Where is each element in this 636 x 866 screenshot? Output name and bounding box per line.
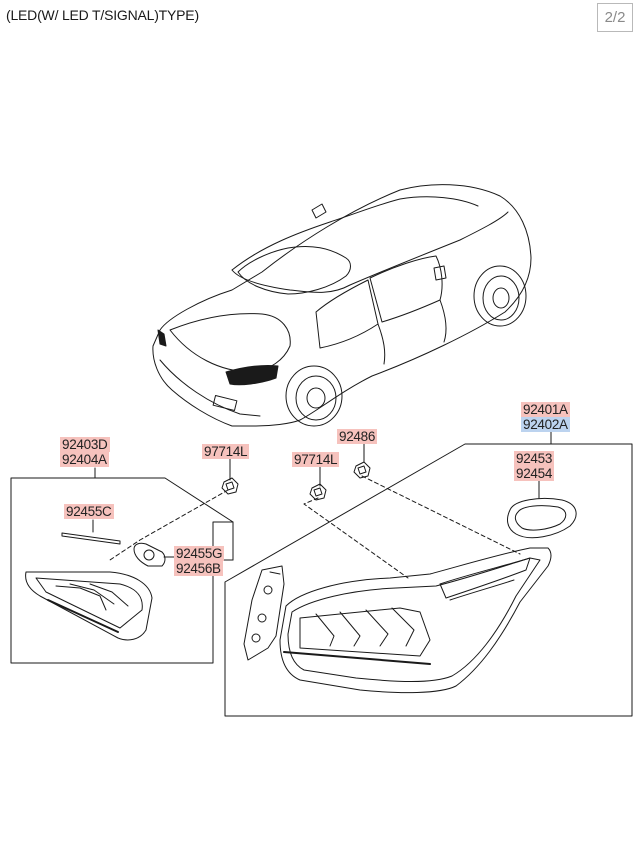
rear-wheel bbox=[295, 375, 337, 421]
front-wheel bbox=[482, 275, 520, 321]
side-window-rear bbox=[315, 279, 379, 349]
nut-97714l-left bbox=[221, 477, 239, 495]
side-window-front bbox=[369, 255, 443, 323]
front-wheel-arch bbox=[473, 265, 527, 327]
car-body-outline bbox=[152, 184, 532, 427]
door-line-2 bbox=[439, 299, 447, 343]
right-group-box bbox=[224, 443, 633, 717]
vehicle-illustration bbox=[152, 184, 532, 427]
part-label-97714l-left[interactable]: 97714L bbox=[202, 444, 250, 459]
left-group-box bbox=[10, 477, 234, 664]
car-tail-light-left bbox=[157, 329, 167, 347]
nut-92486 bbox=[353, 461, 371, 479]
gasket-92453 bbox=[507, 497, 577, 539]
car-roof-rear bbox=[231, 211, 509, 293]
part-label-92455c[interactable]: 92455C bbox=[64, 504, 114, 519]
part-label-97714l-right[interactable]: 97714L bbox=[292, 452, 340, 467]
rear-wheel-arch bbox=[285, 365, 343, 427]
part-label-92401a[interactable]: 92401A bbox=[521, 402, 570, 417]
lamp-bracket bbox=[243, 565, 285, 661]
antenna bbox=[311, 203, 327, 219]
license-plate bbox=[212, 394, 238, 412]
page-indicator[interactable]: 2/2 bbox=[597, 3, 633, 32]
strip-92455c bbox=[61, 532, 121, 545]
part-label-92455g[interactable]: 92455G bbox=[174, 546, 225, 561]
bulb-holder-92455g bbox=[133, 542, 166, 567]
rear-window bbox=[237, 245, 351, 295]
part-label-92403d[interactable]: 92403D bbox=[60, 437, 110, 452]
outer-tail-lamp-right bbox=[279, 547, 552, 694]
nut-97714l-right bbox=[309, 483, 327, 501]
door-line bbox=[377, 323, 386, 365]
part-label-92456b[interactable]: 92456B bbox=[174, 561, 223, 576]
inner-tail-lamp-left bbox=[25, 571, 153, 641]
part-label-92453[interactable]: 92453 bbox=[514, 451, 555, 466]
part-label-92454[interactable]: 92454 bbox=[514, 466, 555, 481]
rear-bumper bbox=[159, 359, 261, 417]
part-label-92486[interactable]: 92486 bbox=[337, 429, 378, 444]
side-mirror bbox=[433, 265, 447, 281]
car-roof bbox=[231, 196, 479, 271]
trunk-lid bbox=[169, 313, 291, 373]
car-tail-light-right bbox=[225, 365, 279, 386]
part-label-92402a[interactable]: 92402A bbox=[521, 417, 570, 432]
diagram-title: (LED(W/ LED T/SIGNAL)TYPE) bbox=[6, 7, 199, 23]
part-label-92404a[interactable]: 92404A bbox=[60, 452, 109, 467]
